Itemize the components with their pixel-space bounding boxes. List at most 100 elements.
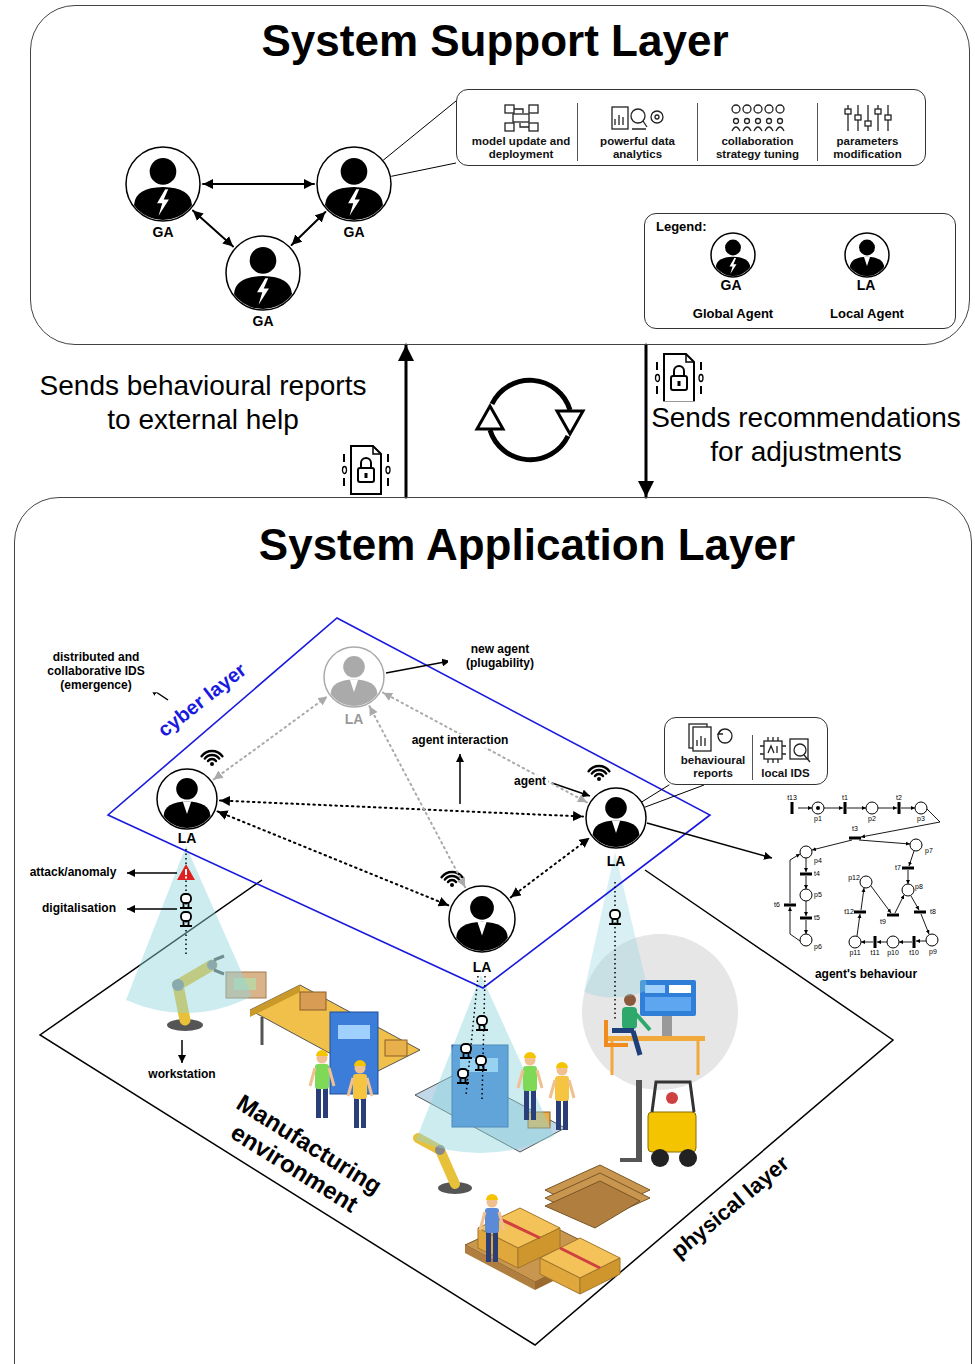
- illustration-shape: [662, 1016, 672, 1036]
- interaction-arrow: [292, 212, 326, 245]
- illustration-shape: [180, 751, 621, 1262]
- illustration-shape: [348, 189, 360, 216]
- illustration-shape: [679, 1149, 697, 1167]
- illustration-shape: [589, 766, 610, 771]
- agent-label: LA: [142, 830, 232, 846]
- illustration-shape: [610, 910, 620, 919]
- illustration-shape: [640, 980, 696, 1016]
- illustration-shape: [865, 121, 871, 126]
- illustration-shape: [492, 380, 570, 410]
- illustration-shape: [348, 1078, 353, 1096]
- petri-arc: [871, 886, 891, 913]
- annotation: physical layer: [666, 1151, 794, 1264]
- illustration-shape: [157, 769, 217, 829]
- illustration-shape: [556, 1100, 561, 1130]
- illustration-shape: [523, 1066, 537, 1091]
- illustration-shape: [181, 894, 191, 903]
- illustration-shape: [529, 123, 538, 131]
- petri-transition: [898, 802, 901, 814]
- illustration-shape: [477, 922, 486, 936]
- illustration-shape: [718, 729, 732, 743]
- annotation: new agent (plugability): [448, 643, 552, 671]
- illustration-shape: [636, 1080, 642, 1160]
- illustration-shape: [234, 276, 292, 310]
- illustration-shape: [593, 820, 640, 848]
- petri-place: [812, 802, 824, 814]
- illustration-shape: [449, 886, 515, 952]
- illustration-shape: [716, 240, 750, 277]
- petri-net-label: t3: [852, 825, 858, 833]
- illustration-shape: [315, 1064, 329, 1089]
- illustration-shape: [316, 1088, 321, 1118]
- petri-arc: [806, 901, 807, 916]
- illustration-shape: [614, 882, 616, 1020]
- illustration-shape: [560, 1248, 600, 1268]
- illustration-shape: [606, 1020, 628, 1045]
- petri-net-label: t8: [930, 908, 936, 916]
- petri-net-label: t13: [787, 794, 797, 802]
- illustration-shape: [300, 992, 326, 1010]
- callout-text: powerful data analytics: [580, 135, 695, 161]
- petri-net-label: t11: [870, 949, 879, 957]
- illustration-shape: [655, 115, 659, 119]
- petri-arc: [859, 840, 910, 844]
- layer-arrow: [405, 345, 408, 497]
- illustration-shape: [127, 872, 177, 874]
- illustration-shape: [466, 976, 478, 1095]
- illustration-shape: [593, 797, 640, 848]
- illustration-shape: [529, 105, 538, 113]
- layer-title: System Application Layer: [49, 520, 975, 570]
- illustration-shape: [794, 744, 806, 756]
- callout-item: collaboration strategy tuning: [697, 103, 817, 161]
- illustration-shape: [592, 770, 606, 774]
- petri-net-label: p3: [917, 815, 925, 823]
- illustration-shape: [185, 877, 187, 879]
- agent-node: GA: [218, 235, 308, 329]
- legend-symbol: [710, 232, 756, 278]
- illustration-shape: [476, 1056, 486, 1065]
- illustration-shape: [563, 1100, 568, 1130]
- callout-box: behavioural reportslocal IDS: [664, 717, 828, 785]
- illustration-shape: [329, 1068, 334, 1086]
- illustration-shape: [776, 105, 784, 113]
- agent-node: GA: [118, 146, 208, 240]
- callout-box: model update and deploymentpowerful data…: [456, 89, 926, 166]
- illustration-shape: [456, 922, 507, 952]
- annotation: agent: [512, 775, 548, 789]
- petri-arc: [847, 808, 866, 809]
- illustration-shape: [505, 123, 514, 131]
- illustration-shape: [458, 1069, 468, 1078]
- illustration-shape: [108, 618, 710, 988]
- illustration-shape: [518, 1070, 523, 1088]
- legend-box: Legend:Global AgentLocal Agent: [644, 213, 956, 329]
- illustration-shape: [157, 189, 169, 216]
- item-icon: [758, 735, 814, 765]
- illustration-shape: [316, 1050, 328, 1056]
- illustration-shape: [760, 737, 786, 763]
- illustration-shape: [595, 774, 603, 776]
- illustration-shape: [485, 1208, 499, 1233]
- annotation: workstation: [146, 1068, 217, 1082]
- petri-arc: [806, 858, 807, 872]
- illustration-shape: [732, 127, 740, 131]
- petri-net-label: p5: [814, 891, 822, 899]
- illustration-shape: [185, 869, 187, 875]
- illustration-shape: [855, 115, 861, 120]
- petri-net-label: p1: [814, 815, 822, 823]
- illustration-shape: [480, 1212, 485, 1230]
- illustration-shape: [615, 115, 623, 125]
- petri-arc: [908, 870, 909, 884]
- illustration-shape: [850, 257, 884, 277]
- agent-label: LA: [309, 711, 399, 727]
- illustration-shape: [490, 430, 568, 460]
- illustration-shape: [226, 236, 300, 310]
- agent-node: LA: [437, 885, 527, 975]
- legend-text: Local Agent: [807, 306, 927, 322]
- petri-transition: [849, 837, 861, 840]
- illustration-shape: [505, 105, 514, 113]
- petri-arc: [861, 942, 873, 943]
- illustration-shape: [612, 1028, 634, 1033]
- callout-text: local IDS: [755, 767, 816, 780]
- illustration-shape: [622, 1007, 637, 1029]
- illustration-shape: [134, 187, 192, 221]
